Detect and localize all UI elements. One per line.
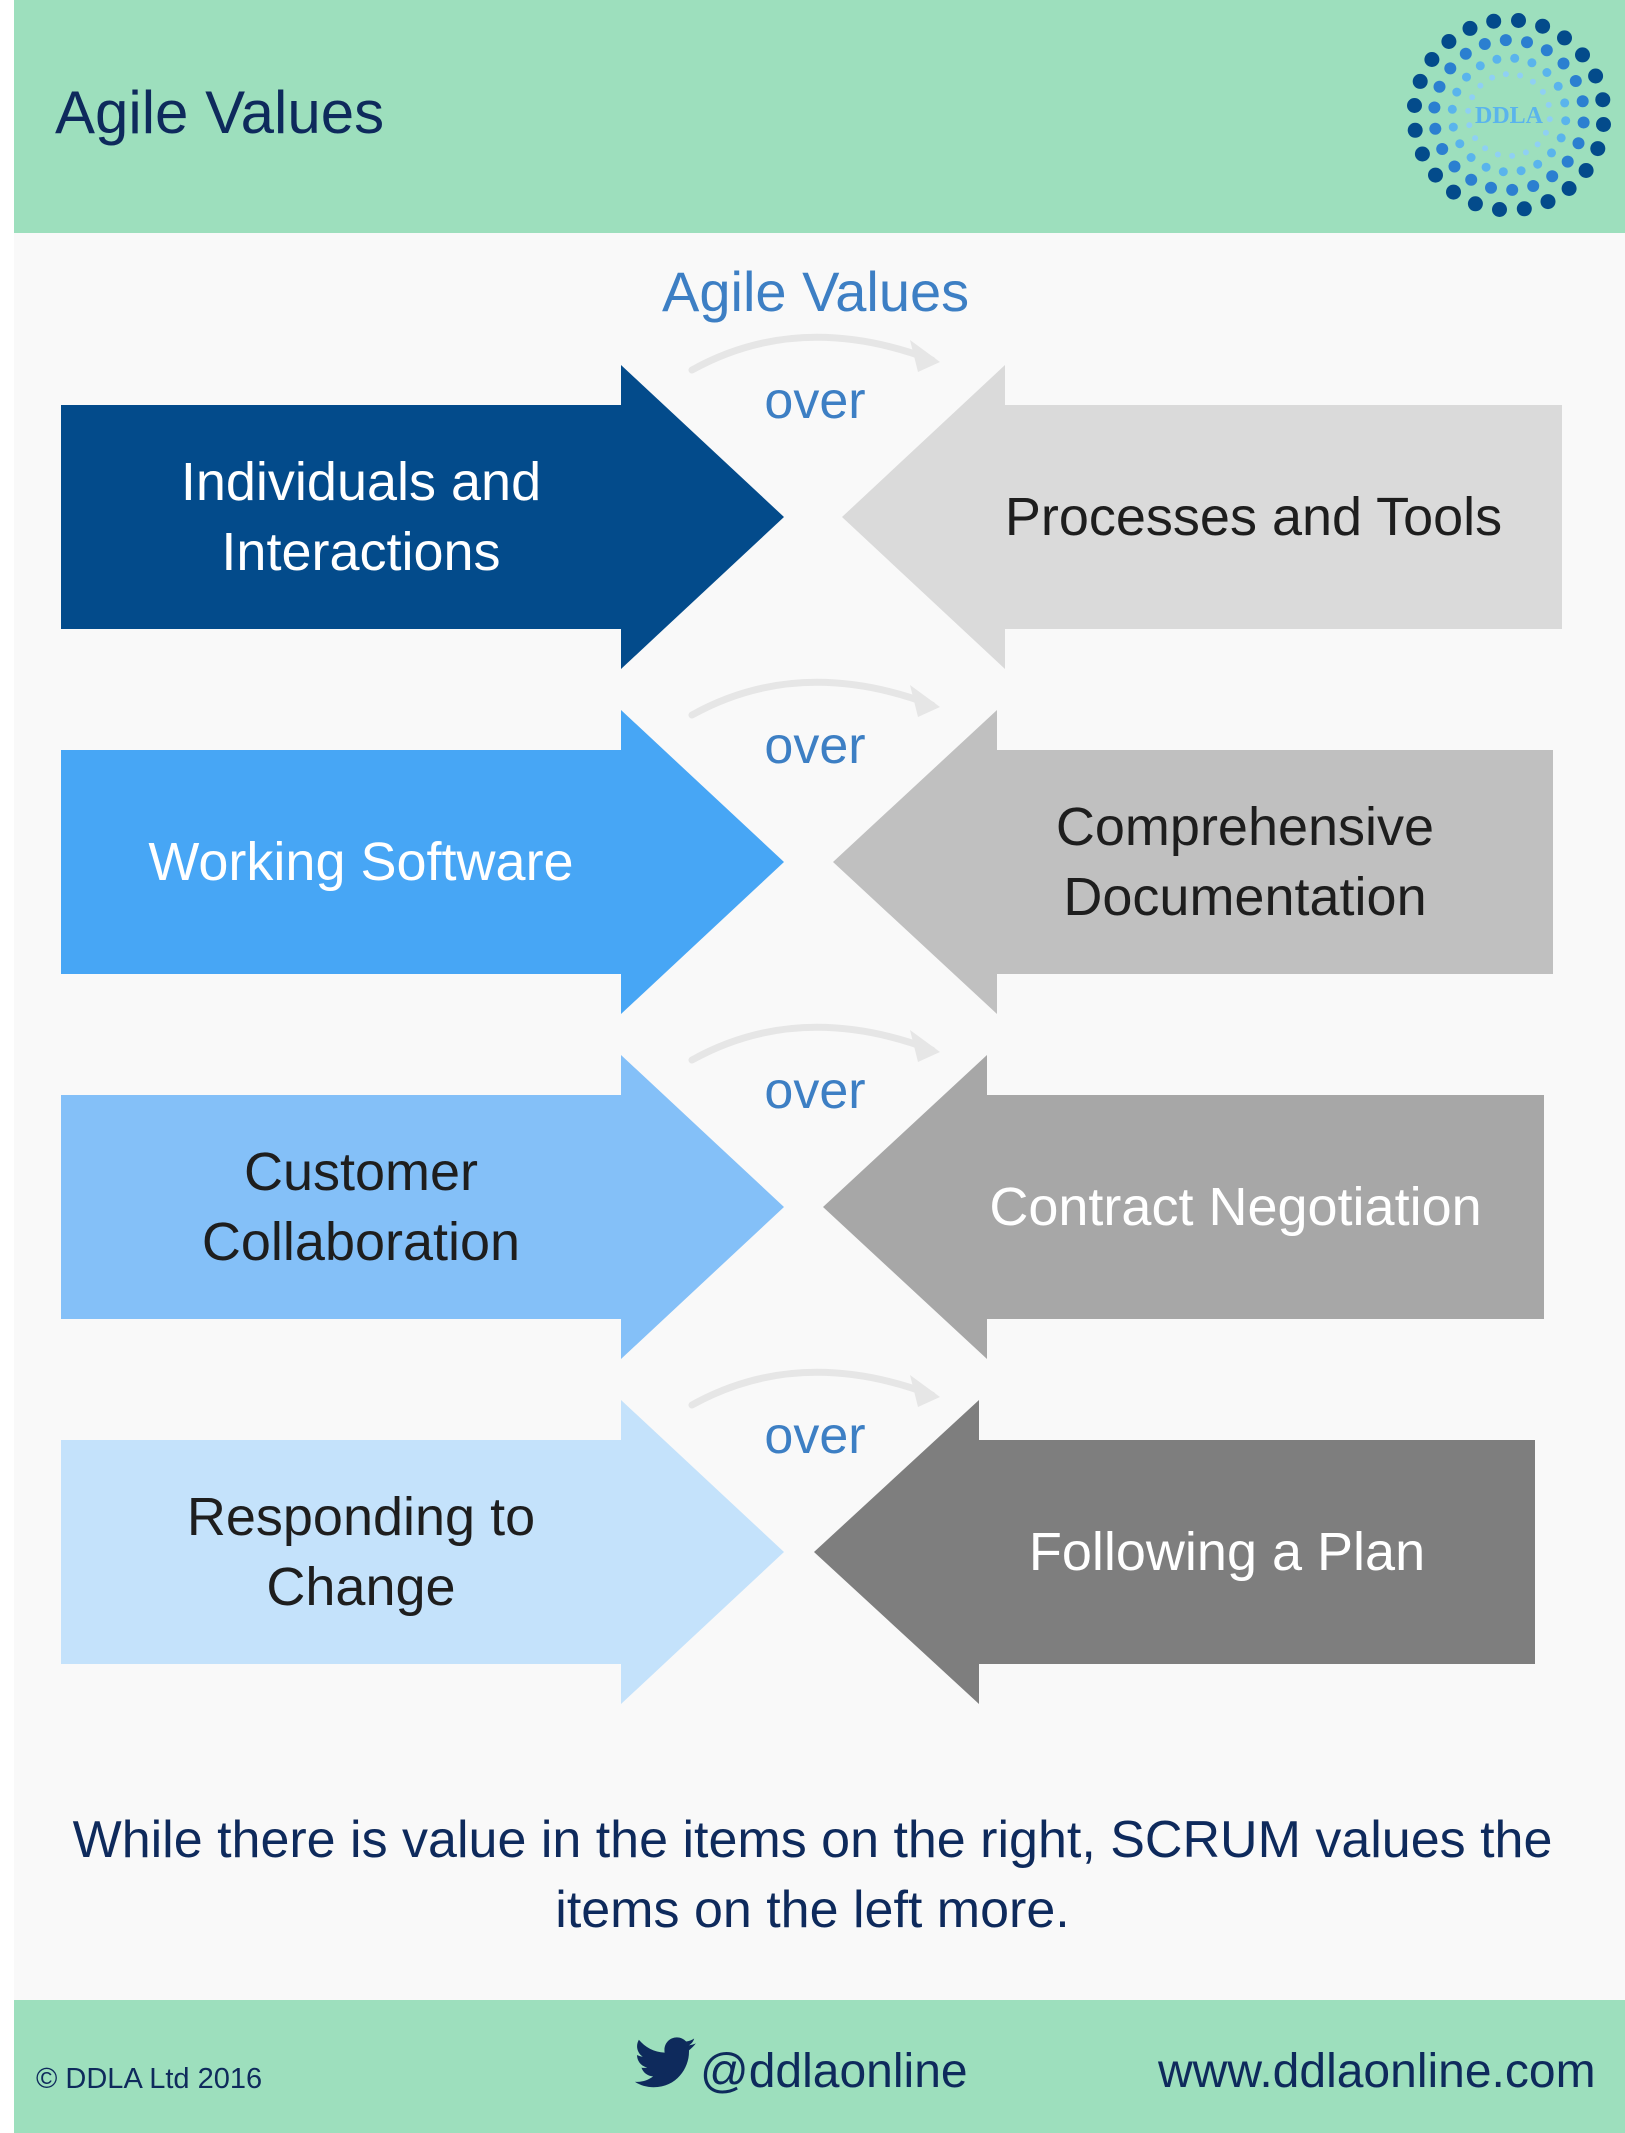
right-value-arrow bbox=[833, 710, 1553, 1014]
over-label: over bbox=[764, 717, 866, 775]
over-label: over bbox=[764, 372, 866, 430]
right-value-label: Processes and Tools bbox=[1004, 487, 1503, 547]
diagram-title: Agile Values bbox=[662, 260, 970, 323]
twitter-handle-link[interactable]: @ddlaonline bbox=[700, 2045, 968, 2098]
twitter-bird-icon[interactable] bbox=[635, 2036, 697, 2090]
over-curve-arrow bbox=[688, 1368, 936, 1409]
over-arrowhead bbox=[910, 1375, 940, 1407]
left-value-arrow bbox=[61, 365, 784, 669]
summary-text: While there is value in the items on the… bbox=[72, 1811, 1553, 1939]
over-arrowhead bbox=[910, 1030, 940, 1062]
ddla-logo: DDLA bbox=[1407, 13, 1611, 217]
over-label: over bbox=[764, 1062, 866, 1120]
website-link[interactable]: www.ddlaonline.com bbox=[1158, 2045, 1596, 2098]
over-curve-arrow bbox=[688, 333, 936, 374]
right-value-label: Contract Negotiation bbox=[989, 1177, 1482, 1237]
over-curve-arrow bbox=[688, 678, 936, 719]
left-value-arrow bbox=[61, 710, 784, 1014]
logo-text: DDLA bbox=[1475, 103, 1544, 129]
right-value-arrow bbox=[823, 1055, 1544, 1359]
right-value-label: Following a Plan bbox=[1028, 1522, 1426, 1582]
left-value-label: Working Software bbox=[148, 832, 574, 892]
right-value-arrow bbox=[814, 1400, 1535, 1704]
header-bar: Agile Values DDLA bbox=[14, 0, 1625, 233]
right-value-arrow bbox=[842, 365, 1562, 669]
copyright-text: © DDLA Ltd 2016 bbox=[36, 2063, 263, 2095]
page-title: Agile Values bbox=[55, 79, 385, 146]
over-curve-arrow bbox=[688, 1023, 936, 1064]
footer-bar bbox=[14, 2000, 1625, 2133]
left-value-arrow bbox=[61, 1400, 784, 1704]
left-value-arrow bbox=[61, 1055, 784, 1359]
over-label: over bbox=[764, 1407, 866, 1465]
over-arrowhead bbox=[910, 340, 940, 372]
over-arrowhead bbox=[910, 685, 940, 717]
